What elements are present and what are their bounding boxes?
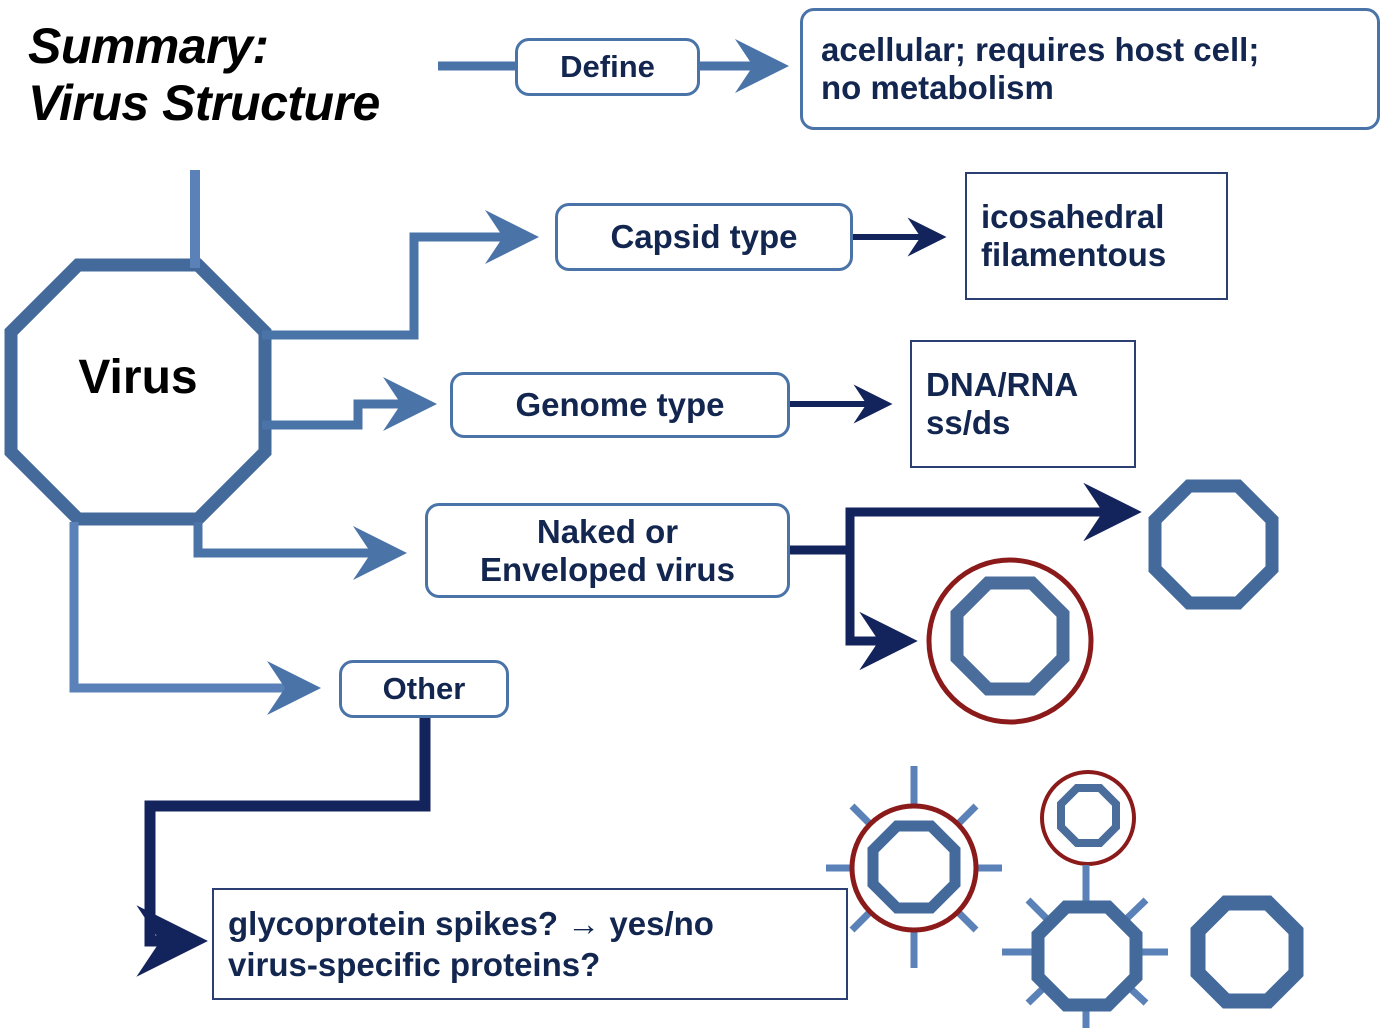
define-node[interactable]: Define bbox=[515, 38, 700, 96]
plain-naked-virus-icon bbox=[1190, 895, 1304, 1009]
define-node-label: Define bbox=[560, 49, 655, 85]
virus-node-label: Virus bbox=[78, 351, 198, 404]
virus-to-capsid-arrow bbox=[262, 210, 539, 340]
other-detail-text: glycoprotein spikes? → yes/no virus-spec… bbox=[228, 904, 714, 983]
genome-node[interactable]: Genome type bbox=[450, 372, 790, 438]
virus-to-naked-enveloped-arrow bbox=[193, 522, 407, 580]
genome-detail-text: DNA/RNA ss/ds bbox=[926, 366, 1079, 441]
other-detail-box[interactable]: glycoprotein spikes? → yes/no virus-spec… bbox=[212, 888, 848, 1000]
other-node[interactable]: Other bbox=[339, 660, 509, 718]
virus-to-other-arrow bbox=[69, 522, 321, 715]
virus-octagon-shape bbox=[4, 258, 272, 526]
other-to-glycoprotein-arrow bbox=[136, 716, 431, 977]
capsid-node-label: Capsid type bbox=[610, 218, 798, 256]
naked-branch-arrow bbox=[790, 482, 1142, 555]
spiked-naked-virus-capsid bbox=[1031, 900, 1143, 1012]
naked-virus-icon bbox=[1148, 479, 1279, 610]
enveloped-branch-arrow bbox=[845, 550, 918, 671]
genome-detail-box[interactable]: DNA/RNA ss/ds bbox=[910, 340, 1136, 468]
other-node-label: Other bbox=[382, 671, 466, 707]
capsid-detail-box[interactable]: icosahedral filamentous bbox=[965, 172, 1228, 300]
capsid-node[interactable]: Capsid type bbox=[555, 203, 853, 271]
virus-to-genome-arrow bbox=[262, 377, 437, 431]
naked-enveloped-node[interactable]: Naked or Enveloped virus bbox=[425, 503, 790, 598]
define-detail-box[interactable]: acellular; requires host cell; no metabo… bbox=[800, 8, 1380, 130]
enveloped-virus-capsid bbox=[950, 576, 1070, 696]
define-detail-text: acellular; requires host cell; no metabo… bbox=[821, 31, 1260, 106]
genome-node-label: Genome type bbox=[515, 386, 725, 424]
small-enveloped-virus-capsid bbox=[1057, 784, 1120, 847]
capsid-detail-text: icosahedral filamentous bbox=[981, 198, 1167, 273]
spiked-enveloped-virus-capsid bbox=[867, 820, 961, 914]
naked-enveloped-node-label: Naked or Enveloped virus bbox=[480, 512, 735, 588]
page-title: Summary: Virus Structure bbox=[28, 18, 380, 131]
